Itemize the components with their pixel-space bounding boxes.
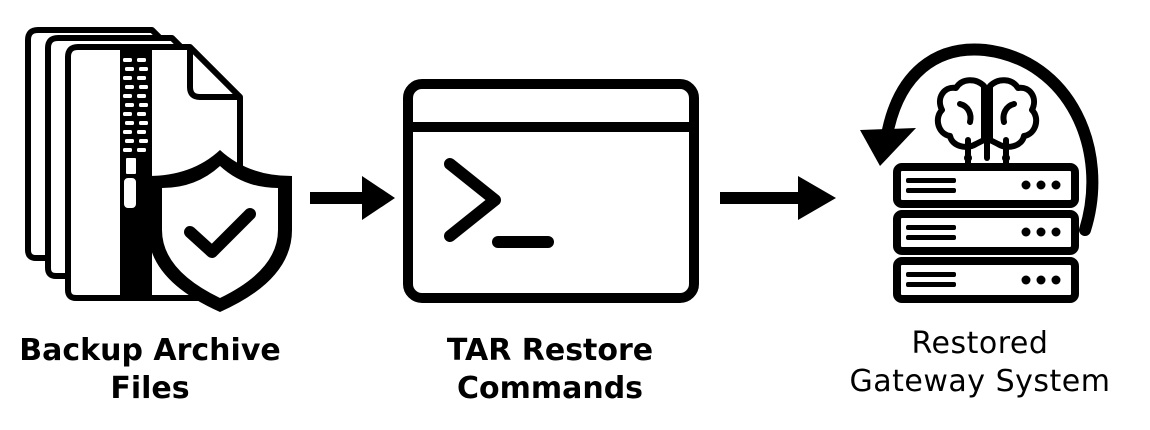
zipper-tooth [139,67,148,71]
zipper-tooth [123,76,132,80]
zipper-tooth [137,130,146,134]
zipper-tooth [125,121,134,125]
zipper-tooth [139,139,148,143]
zipper-tooth [123,112,132,116]
flow-arrow-2 [720,176,836,220]
step-label-line: Restored [911,326,1049,361]
zipper-tooth [137,94,146,98]
step-label-line: Files [110,371,190,406]
zipper-tooth [137,112,146,116]
zipper-tooth [139,85,148,89]
zipper-tooth [125,139,134,143]
step-label-restored-gateway-system: Restored Gateway System [830,325,1130,401]
step-label-line: Commands [456,371,644,406]
zipper-tooth [137,148,146,152]
step-label-line: TAR Restore [446,333,654,368]
zipper-tooth [123,148,132,152]
step-label-backup-archive-files: Backup Archive Files [0,332,300,408]
step-label-line: Gateway System [849,364,1111,399]
zipper-tooth [139,121,148,125]
step-label-tar-restore-commands: TAR Restore Commands [400,332,700,408]
zipper-tooth [125,85,134,89]
zipper-tooth [137,58,146,62]
zipper-tooth [137,76,146,80]
zipper-tooth [123,94,132,98]
terminal-window-icon [403,79,699,303]
step-label-line: Backup Archive [19,333,281,368]
server-rack-with-brain-icon [860,43,1099,303]
zipper-tooth [125,103,134,107]
zipper-tooth [123,130,132,134]
zipper-tooth [125,67,134,71]
zipper-tooth [139,103,148,107]
flow-arrow-1 [310,176,395,220]
brain-icon [934,77,1040,169]
zipper-tooth [123,58,132,62]
zipped-archive-with-shield-icon [25,27,292,312]
